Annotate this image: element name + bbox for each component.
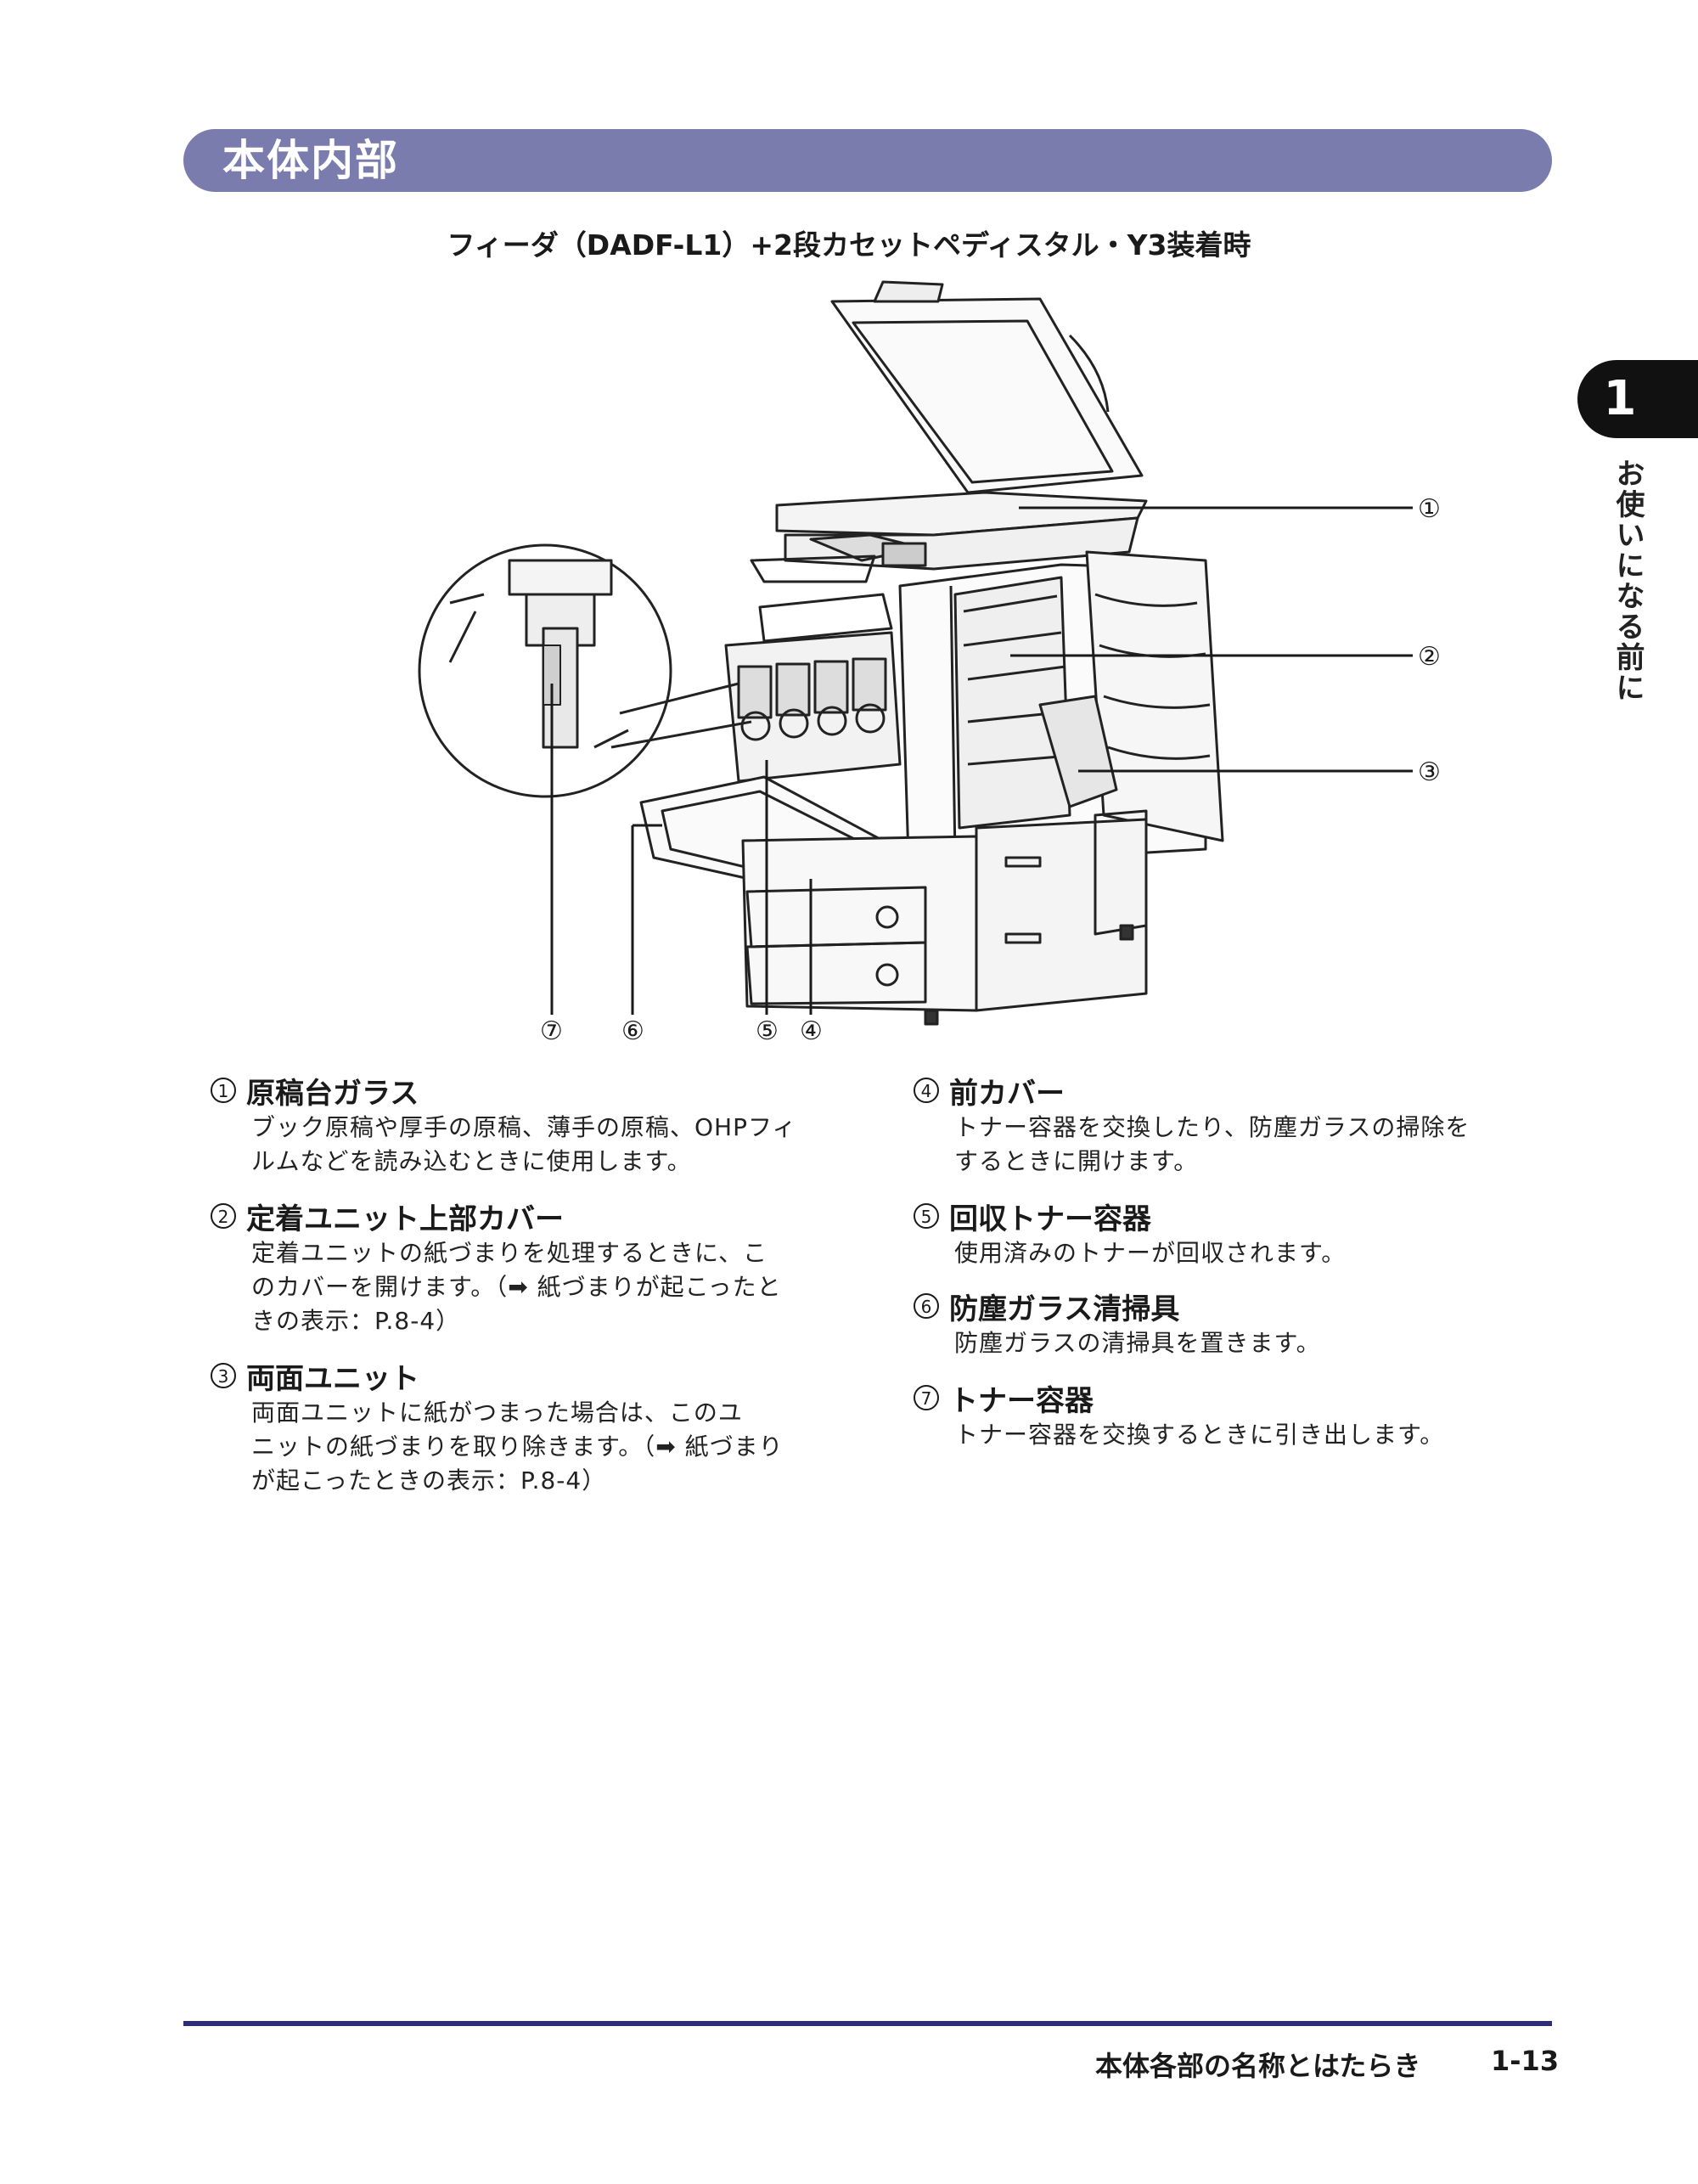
item-4: 4 前カバー トナー容器を交換したり、防塵ガラスの掃除を するときに開けます。 xyxy=(914,1070,1525,1179)
item-6-number: 6 xyxy=(914,1293,939,1319)
callout-7: ⑦ xyxy=(540,1016,563,1046)
item-4-title: 前カバー xyxy=(949,1076,1065,1111)
page-number: 1-13 xyxy=(1491,2045,1560,2077)
item-3: 3 両面ユニット 両面ユニットに紙がつまった場合は、このユ ニットの紙づまりを取り… xyxy=(211,1355,822,1498)
item-2-description: 定着ユニットの紙づまりを処理するときに、こ のカバーを開けます。（➡ 紙づまりが… xyxy=(251,1239,782,1335)
item-1-number: 1 xyxy=(211,1078,236,1103)
item-2-number: 2 xyxy=(211,1203,236,1229)
item-1: 1 原稿台ガラス ブック原稿や厚手の原稿、薄手の原稿、OHPフィ ルムなどを読み込… xyxy=(211,1070,822,1179)
item-2: 2 定着ユニット上部カバー 定着ユニットの紙づまりを処理するときに、こ のカバーを… xyxy=(211,1196,822,1338)
item-2-title: 定着ユニット上部カバー xyxy=(246,1202,564,1236)
item-1-description: ブック原稿や厚手の原稿、薄手の原稿、OHPフィ ルムなどを読み込むときに使用しま… xyxy=(251,1113,797,1175)
item-6: 6 防塵ガラス清掃具 防塵ガラスの清掃具を置きます。 xyxy=(914,1286,1525,1360)
item-7: 7 トナー容器 トナー容器を交換するときに引き出します。 xyxy=(914,1377,1525,1452)
callout-3: ③ xyxy=(1418,757,1441,787)
chapter-side-label: お使いになる前に xyxy=(1611,459,1645,703)
callout-5: ⑤ xyxy=(756,1016,779,1046)
footer-title: 本体各部の名称とはたらき xyxy=(1095,2050,1421,2082)
footer-rule xyxy=(183,2021,1552,2026)
chapter-number: 1 xyxy=(1603,371,1637,426)
item-5-title: 回収トナー容器 xyxy=(949,1202,1151,1236)
item-5-number: 5 xyxy=(914,1203,939,1229)
chapter-tab xyxy=(1577,360,1698,438)
item-5: 5 回収トナー容器 使用済みのトナーが回収されます。 xyxy=(914,1196,1525,1270)
item-4-description: トナー容器を交換したり、防塵ガラスの掃除を するときに開けます。 xyxy=(954,1113,1470,1175)
item-7-title: トナー容器 xyxy=(949,1383,1094,1418)
copier-diagram: ① ② ③ ④ ⑤ ⑥ ⑦ xyxy=(418,280,1441,1046)
item-3-title: 両面ユニット xyxy=(246,1361,419,1396)
section-title: 本体内部 xyxy=(222,136,399,185)
callout-1: ① xyxy=(1418,494,1441,524)
item-3-number: 3 xyxy=(211,1363,236,1388)
item-3-description: 両面ユニットに紙がつまった場合は、このユ ニットの紙づまりを取り除きます。（➡ … xyxy=(251,1399,784,1494)
callout-4: ④ xyxy=(800,1016,823,1046)
item-6-title: 防塵ガラス清掃具 xyxy=(949,1292,1180,1326)
item-1-title: 原稿台ガラス xyxy=(246,1076,419,1111)
item-6-description: 防塵ガラスの清掃具を置きます。 xyxy=(954,1329,1321,1357)
item-4-number: 4 xyxy=(914,1078,939,1103)
figure-caption: フィーダ（DADF-L1）+2段カセットペディスタル・Y3装着時 xyxy=(447,228,1251,262)
section-header-bar xyxy=(183,129,1552,192)
callout-6: ⑥ xyxy=(621,1016,644,1046)
item-5-description: 使用済みのトナーが回収されます。 xyxy=(954,1239,1347,1267)
item-7-number: 7 xyxy=(914,1385,939,1410)
callout-2: ② xyxy=(1418,642,1441,672)
item-7-description: トナー容器を交換するときに引き出します。 xyxy=(954,1421,1445,1449)
